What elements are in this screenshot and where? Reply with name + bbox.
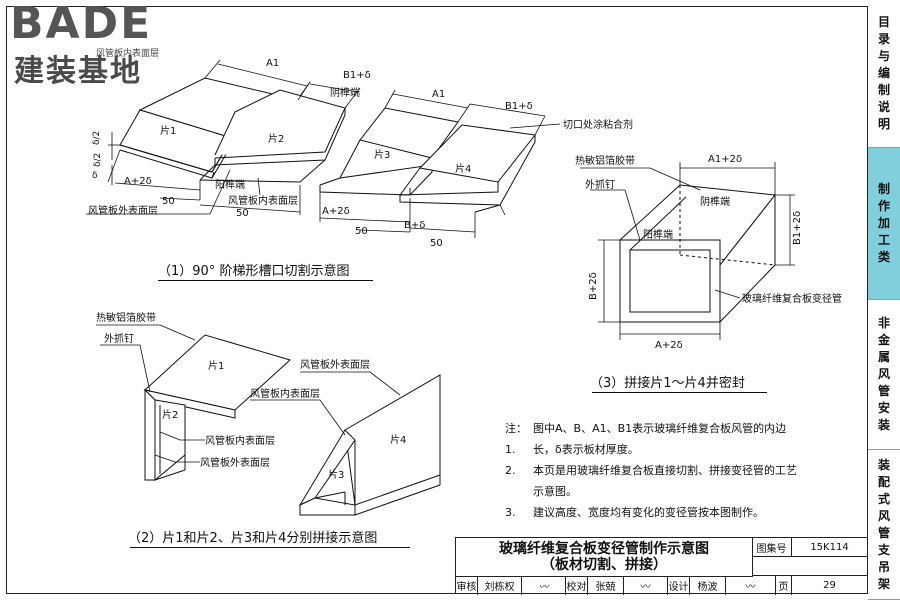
fig1-yin: 阴榫端 (330, 86, 360, 99)
designer-signature: 〰 (726, 576, 776, 595)
fig1-n50b: 50 (236, 208, 249, 219)
atlas-blank (752, 557, 867, 576)
fig1-dimensions (86, 59, 561, 238)
fig1-piece-1: 片1 (160, 124, 176, 137)
fig3-b1d: B1+2δ (792, 211, 803, 245)
fig2-tape: 热敏铝箔胶带 (96, 311, 156, 324)
fig2-outer1: 风管板外表面层 (200, 456, 270, 469)
fig1-inner: 风管板内表面层 (228, 194, 298, 207)
notes: 注：1.图中A、B、A1、B1表示玻璃纤维复合板风管的内边长，δ表示板材厚度。 … (505, 418, 805, 523)
fig2-inner2: 风管板内表面层 (250, 387, 320, 400)
fig1-d: δ (92, 171, 98, 181)
side-tab-nonmetal-install[interactable]: 非金属风管安装 (868, 300, 900, 450)
note-1: 注：1.图中A、B、A1、B1表示玻璃纤维复合板风管的内边长，δ表示板材厚度。 (505, 422, 787, 456)
fig3-nail: 外抓钉 (585, 178, 615, 191)
check-label: 校对 (566, 576, 588, 595)
fig3-yin: 阴榫端 (700, 195, 730, 208)
drawing-frame (6, 6, 868, 594)
fig1-a1b: A1 (432, 89, 445, 100)
fig2-piece-2: 片2 (162, 408, 178, 421)
fig2-piece-3: 片3 (328, 468, 344, 481)
fig2-piece-4: 片4 (390, 433, 406, 446)
fig3-diagram: 热敏铝箔胶带 外抓钉 A1+2δ 阴榫端 阳榫端 B1+2δ B+2δ A+2δ… (575, 154, 842, 351)
fig2-caption-underline (130, 547, 410, 548)
logo: BADE 建装基地 风管板内表面层 (8, 0, 178, 90)
fig1-n50a: 50 (162, 196, 175, 207)
fig1-b1d2: B1+δ (505, 101, 533, 112)
fig1-b1d: B1+δ (343, 70, 371, 81)
diagram-canvas: A1 B1+δ 阴榫端 A1 B1+δ 切口处涂粘合剂 δ/2 δ/2 δ A+… (86, 58, 842, 516)
fig1-a2d: A+2δ (124, 176, 152, 187)
fig3-bd: B+2δ (588, 272, 599, 300)
logo-brand: BADE (10, 0, 153, 49)
title-block: 玻璃纤维复合板变径管制作示意图 （板材切割、拼接） 图集号 15K114 审核 … (455, 537, 868, 595)
fig1-piece-4: 片4 (455, 162, 471, 175)
checker: 张兢 (588, 576, 624, 595)
checker-signature: 〰 (624, 576, 668, 595)
note-3: 3.建议高度、宽度均有变化的变径管按本图制作。 (505, 506, 764, 519)
fig2-outer2: 风管板外表面层 (300, 358, 370, 371)
fig1-panel-4 (399, 124, 536, 213)
fig2-diagram: 热敏铝箔胶带 外抓钉 片1 片2 风管板内表面层 风管板外表面层 风管板外表面层… (96, 311, 441, 516)
fig1-diagram: A1 B1+δ 阴榫端 A1 B1+δ 切口处涂粘合剂 δ/2 δ/2 δ A+… (86, 58, 633, 249)
fig1-outer: 风管板外表面层 (88, 204, 158, 217)
reviewer-signature: 〰 (522, 576, 566, 595)
drawing-title: 玻璃纤维复合板变径管制作示意图 （板材切割、拼接） (456, 538, 753, 577)
fig3-yang: 阳榫端 (643, 228, 673, 241)
fig2-caption: （2）片1和片2、片3和片4分别拼接示意图 (128, 531, 378, 546)
fig2-inner1: 风管板内表面层 (205, 434, 275, 447)
fig3-tape: 热敏铝箔胶带 (575, 154, 635, 167)
fig3-caption: （3）拼接片1～片4并密封 (590, 376, 745, 391)
fig3-caption-underline (592, 392, 767, 393)
fig1-piece-2: 片2 (268, 132, 284, 145)
fig1-cut: 切口处涂粘合剂 (563, 118, 633, 131)
fig1-yang: 阳榫端 (215, 178, 245, 191)
side-tab-fabrication[interactable]: 制作加工类 (868, 148, 900, 300)
fig1-piece-3: 片3 (374, 148, 390, 161)
logo-cn: 建装基地 (14, 54, 142, 89)
page-label: 页 (776, 576, 792, 595)
fig1-caption-underline (158, 280, 373, 281)
fig3-duct: 玻璃纤维复合板变径管 (742, 292, 842, 305)
page-no: 29 (823, 580, 836, 591)
designer: 杨波 (690, 576, 726, 595)
fig1-a2d2: A+2δ (322, 206, 350, 217)
fig1-caption: （1）90° 阶梯形槽口切割示意图 (158, 264, 350, 279)
fig2-piece-1: 片1 (208, 359, 224, 372)
fig1-d2a: δ/2 (92, 131, 102, 145)
review-label: 审核 (456, 576, 478, 595)
fig1-n50d: 50 (430, 238, 443, 249)
note-2: 2.本页是用玻璃纤维复合板直接切割、拼接变径管的工艺示意图。 (505, 464, 797, 498)
fig1-d2b: δ/2 (93, 153, 103, 167)
reviewer: 刘栋权 (478, 576, 522, 595)
fig3-ad: A+2δ (655, 340, 683, 351)
signature-row: 审核 刘栋权 〰 校对 张兢 〰 设计 杨波 〰 页 29 (456, 576, 867, 595)
fig2-nail: 外抓钉 (104, 332, 134, 345)
side-tab-hangers[interactable]: 装配式风管支吊架 (868, 450, 900, 600)
fig1-bd: B+δ (404, 220, 425, 231)
atlas-no: 15K114 (792, 538, 867, 557)
fig1-n50c: 50 (355, 226, 368, 237)
logo-sub: 风管板内表面层 (96, 49, 160, 59)
fig1-a1: A1 (266, 58, 279, 69)
side-tabs: 目录与编制说明 制作加工类 非金属风管安装 装配式风管支吊架 (868, 0, 900, 600)
design-label: 设计 (668, 576, 690, 595)
atlas-label: 图集号 (752, 538, 792, 557)
side-tab-directory[interactable]: 目录与编制说明 (868, 0, 900, 148)
fig3-a1d: A1+2δ (708, 154, 742, 165)
